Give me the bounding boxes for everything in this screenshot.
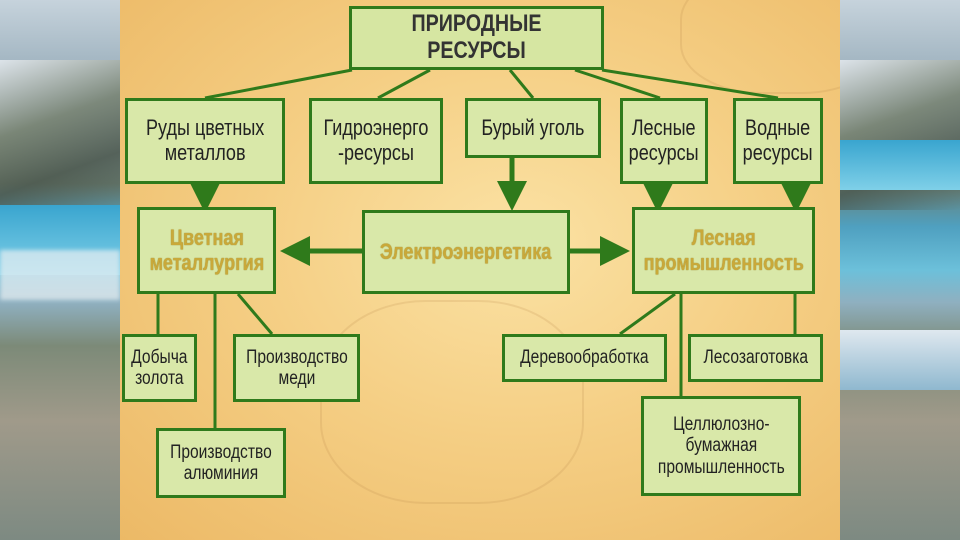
- branch-label: Производство меди: [245, 346, 348, 389]
- cloud-shape: [0, 250, 120, 300]
- background-watermark: [320, 300, 584, 504]
- branch-box-woodworking: Деревообработка: [502, 334, 667, 382]
- branch-label: Целлюлозно- бумажная промышленность: [657, 414, 785, 478]
- snowfield-shape: [840, 330, 960, 390]
- branch-box-logging: Лесозаготовка: [688, 334, 823, 382]
- right-landscape-photo: [840, 0, 960, 540]
- branch-label: Деревообработка: [520, 347, 649, 369]
- resource-box-coal: Бурый уголь: [465, 98, 601, 158]
- diagram-title: ПРИРОДНЫЕ РЕСУРСЫ: [411, 10, 542, 64]
- branch-box-pulp-paper: Целлюлозно- бумажная промышленность: [641, 396, 801, 496]
- branch-box-copper: Производство меди: [233, 334, 360, 402]
- mountain-shape: [0, 60, 120, 210]
- branch-box-aluminium: Производство алюминия: [156, 428, 286, 498]
- resource-label: Лесные ресурсы: [629, 115, 699, 165]
- industry-label: Лесная промышленность: [643, 224, 804, 275]
- resource-label: Водные ресурсы: [743, 115, 813, 165]
- branch-box-gold: Добыча золота: [122, 334, 197, 402]
- branch-label: Лесозаготовка: [703, 347, 808, 369]
- branch-label: Производство алюминия: [170, 441, 272, 484]
- industry-box-nonferrous: Цветная металлургия: [137, 207, 276, 294]
- lake-shape: [840, 140, 960, 190]
- industry-label: Цветная металлургия: [149, 224, 264, 275]
- resource-label: Руды цветных металлов: [145, 115, 265, 165]
- industry-box-forest: Лесная промышленность: [632, 207, 815, 294]
- left-landscape-photo: [0, 0, 120, 540]
- resource-box-ores: Руды цветных металлов: [125, 98, 285, 184]
- resource-box-hydro: Гидроэнерго -ресурсы: [309, 98, 443, 184]
- title-box: ПРИРОДНЫЕ РЕСУРСЫ: [349, 6, 604, 70]
- map-watermark: [680, 0, 840, 94]
- branch-label: Добыча золота: [131, 346, 188, 389]
- industry-label: Электроэнергетика: [380, 238, 552, 264]
- resource-label: Бурый уголь: [481, 114, 585, 140]
- resource-label: Гидроэнерго -ресурсы: [323, 115, 429, 165]
- resource-box-water: Водные ресурсы: [733, 98, 823, 184]
- resource-box-forest: Лесные ресурсы: [620, 98, 708, 184]
- industry-box-power: Электроэнергетика: [362, 210, 570, 294]
